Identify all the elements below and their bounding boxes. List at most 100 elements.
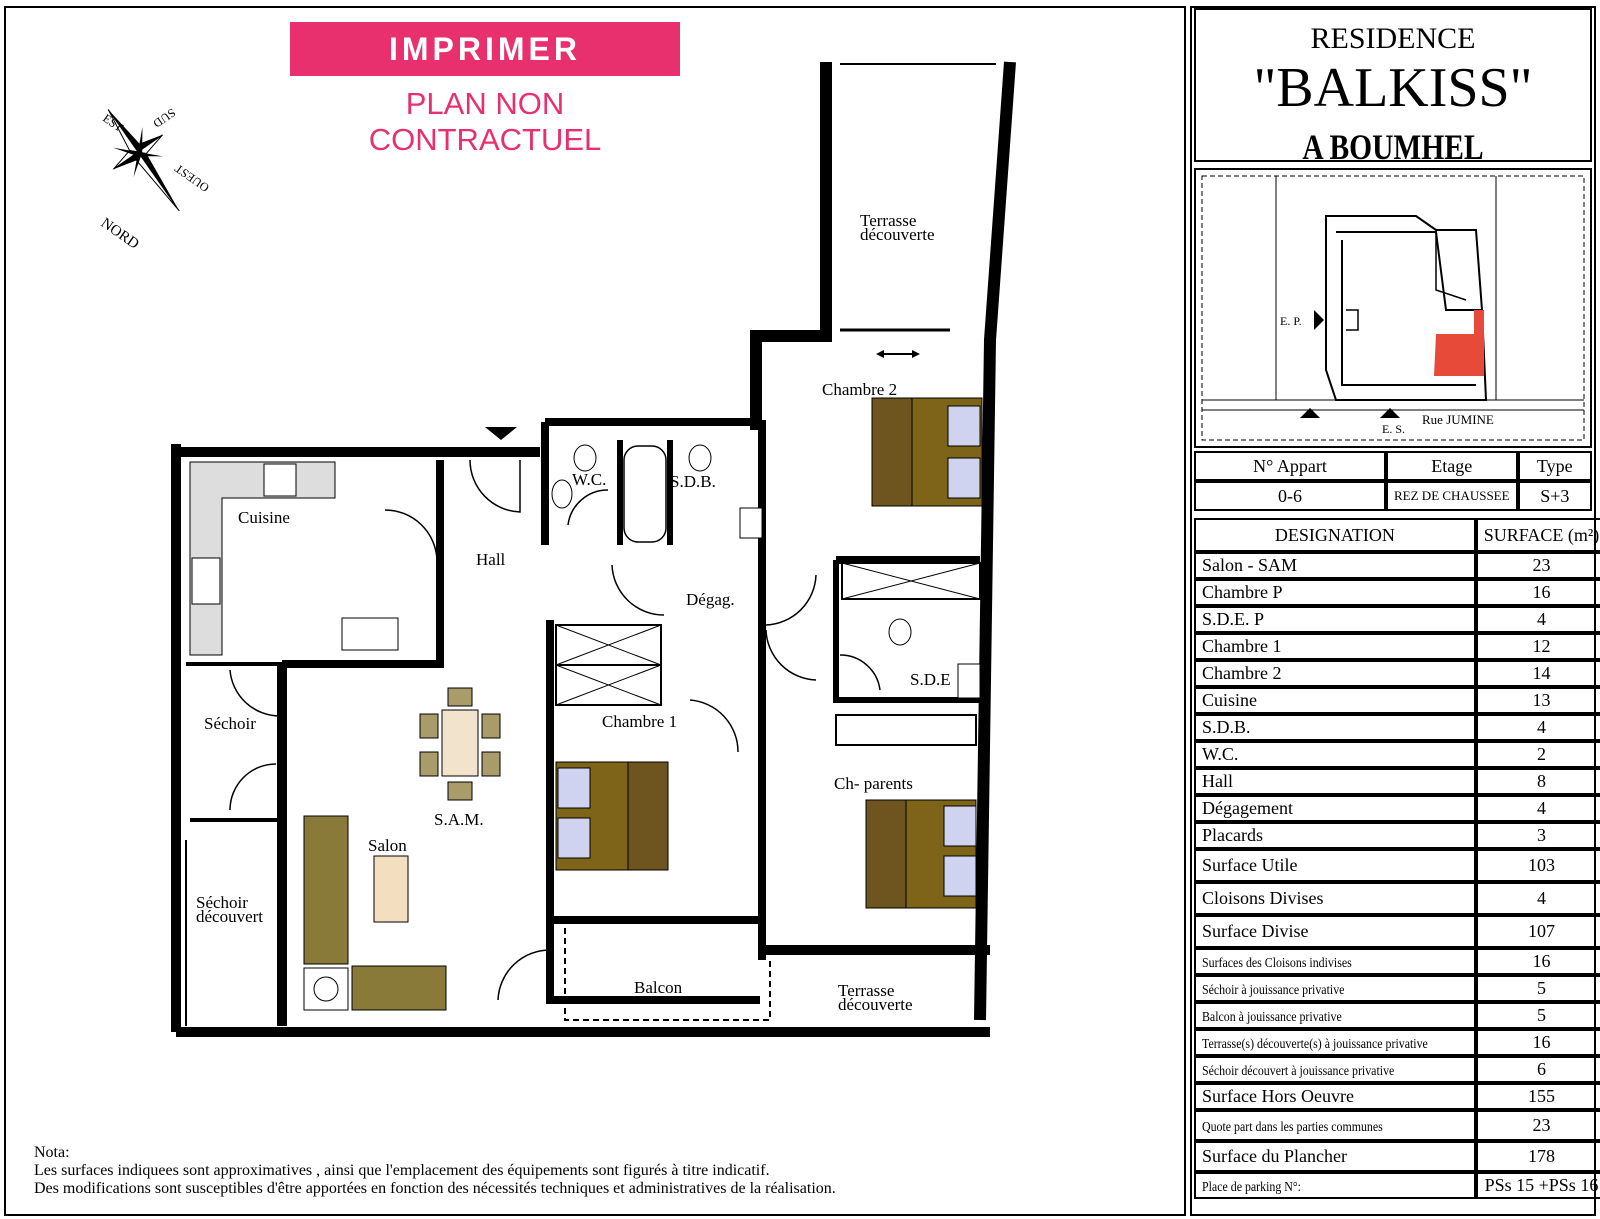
residence-location: A BOUMHEL bbox=[1302, 127, 1484, 167]
surface-value: 178 bbox=[1475, 1141, 1600, 1172]
room-wc: W.C. bbox=[572, 470, 607, 489]
room-terrasse-bottom-line2: découverte bbox=[838, 995, 913, 1014]
surface-label: Dégagement bbox=[1194, 795, 1476, 822]
value-appart: 0-6 bbox=[1194, 481, 1386, 511]
surface-row: Place de parking N°:PSs 15 +PSs 16 bbox=[1194, 1172, 1600, 1199]
surface-label: Placards bbox=[1194, 822, 1476, 849]
surface-label-text: Surface Hors Oeuvre bbox=[1202, 1086, 1354, 1106]
surface-value: 16 bbox=[1475, 1029, 1600, 1056]
surface-label: Balcon à jouissance privative bbox=[1194, 1002, 1476, 1029]
surface-label-text: S.D.B. bbox=[1202, 717, 1251, 737]
surface-row: Terrasse(s) découverte(s) à jouissance p… bbox=[1194, 1029, 1600, 1056]
site-street-label: Rue JUMINE bbox=[1422, 412, 1494, 427]
header-etage: Etage bbox=[1386, 451, 1518, 481]
surface-row: S.D.B.4 bbox=[1194, 714, 1600, 741]
surface-label-text: Surfaces des Cloisons indivises bbox=[1202, 956, 1352, 971]
room-terrasse-top-line2: découverte bbox=[860, 225, 935, 244]
surface-row: Séchoir à jouissance privative 5 bbox=[1194, 975, 1600, 1002]
surface-label-text: Balcon à jouissance privative bbox=[1202, 1010, 1342, 1025]
room-sechoir: Séchoir bbox=[204, 714, 256, 733]
surface-label: Quote part dans les parties communes bbox=[1194, 1110, 1476, 1141]
surface-value: 2 bbox=[1475, 741, 1600, 768]
surface-label-text: Quote part dans les parties communes bbox=[1202, 1120, 1383, 1135]
surface-value: 12 bbox=[1475, 633, 1600, 660]
surface-row: Surface du Plancher 178 bbox=[1194, 1141, 1600, 1172]
room-terrasse-top-line1: Terrasse bbox=[860, 211, 917, 230]
surface-value: 5 bbox=[1475, 1002, 1600, 1029]
site-ep-label: E. P. bbox=[1280, 314, 1302, 328]
surface-label: Terrasse(s) découverte(s) à jouissance p… bbox=[1194, 1029, 1476, 1056]
room-balcon: Balcon bbox=[634, 978, 683, 997]
surface-label-text: Cloisons Divises bbox=[1202, 888, 1324, 908]
surface-value: 5 bbox=[1475, 975, 1600, 1002]
surface-label-text: Chambre 2 bbox=[1202, 663, 1282, 683]
surface-label-text: Séchoir découvert à jouissance privative bbox=[1202, 1064, 1395, 1079]
surface-label-text: Surface Divise bbox=[1202, 921, 1309, 941]
surface-label-text: Chambre P bbox=[1202, 582, 1283, 602]
surface-row: Cloisons Divises 4 bbox=[1194, 882, 1600, 915]
surface-label: Chambre 2 bbox=[1194, 660, 1476, 687]
surface-label: Cuisine bbox=[1194, 687, 1476, 714]
surface-label-text: Terrasse(s) découverte(s) à jouissance p… bbox=[1202, 1037, 1428, 1052]
header-surface: SURFACE (m²) bbox=[1475, 518, 1600, 552]
room-salon: Salon bbox=[368, 836, 407, 855]
surface-value: 103 bbox=[1475, 849, 1600, 882]
surface-value: 4 bbox=[1475, 795, 1600, 822]
surface-value: 4 bbox=[1475, 882, 1600, 915]
compass-rose: NORD SUD EST OUEST bbox=[98, 106, 212, 250]
surfaces-header-row: DESIGNATION SURFACE (m²) bbox=[1194, 518, 1600, 552]
surface-row: Balcon à jouissance privative 5 bbox=[1194, 1002, 1600, 1029]
surface-label-text: Chambre 1 bbox=[1202, 636, 1282, 656]
surface-label: S.D.E. P bbox=[1194, 606, 1476, 633]
surface-label-text: Dégagement bbox=[1202, 798, 1293, 818]
room-sechoir-decouvert-line2: découvert bbox=[196, 907, 264, 926]
surface-value: 13 bbox=[1475, 687, 1600, 714]
nota-line2: Des modifications sont susceptibles d'êt… bbox=[34, 1180, 836, 1197]
surface-label-text: S.D.E. P bbox=[1202, 609, 1265, 629]
surface-row: Séchoir découvert à jouissance privative… bbox=[1194, 1056, 1600, 1083]
header-designation: DESIGNATION bbox=[1194, 518, 1476, 552]
surface-label: Séchoir à jouissance privative bbox=[1194, 975, 1476, 1002]
surface-row: Dégagement 4 bbox=[1194, 795, 1600, 822]
nota-line1: Les surfaces indiquees sont approximativ… bbox=[34, 1162, 770, 1179]
surface-label-text: Surface Utile bbox=[1202, 855, 1298, 875]
surface-value: 16 bbox=[1475, 948, 1600, 975]
room-terrasse-bottom-line1: Terrasse bbox=[838, 981, 895, 1000]
apartment-table: N° Appart Etage Type 0-6 REZ DE CHAUSSEE… bbox=[1194, 451, 1592, 511]
print-button[interactable]: IMPRIMER bbox=[290, 22, 680, 76]
floor-plan bbox=[171, 61, 1016, 1037]
surface-label-text: Placards bbox=[1202, 825, 1263, 845]
surface-value: 6 bbox=[1475, 1056, 1600, 1083]
room-sechoir-decouvert-line1: Séchoir bbox=[196, 893, 248, 912]
surface-row: Chambre P 16 bbox=[1194, 579, 1600, 606]
surface-label-text: Surface du Plancher bbox=[1202, 1146, 1347, 1166]
site-plan: E. P. E. S. Rue JUMINE bbox=[1194, 168, 1592, 448]
surface-row: Chambre 1 12 bbox=[1194, 633, 1600, 660]
room-cuisine: Cuisine bbox=[238, 508, 290, 527]
surface-row: Surface Utile 103 bbox=[1194, 849, 1600, 882]
room-sde: S.D.E bbox=[910, 670, 951, 689]
value-etage: REZ DE CHAUSSEE bbox=[1386, 481, 1518, 511]
surface-label: Place de parking N°: bbox=[1194, 1172, 1476, 1199]
surface-label: Hall bbox=[1194, 768, 1476, 795]
room-sdb: S.D.B. bbox=[670, 472, 716, 491]
surface-value: 16 bbox=[1475, 579, 1600, 606]
header-type: Type bbox=[1517, 451, 1592, 481]
site-es-label: E. S. bbox=[1382, 422, 1406, 436]
info-frame bbox=[1190, 6, 1596, 1216]
surface-label-text: Salon - SAM bbox=[1202, 555, 1298, 575]
surface-value: 107 bbox=[1475, 915, 1600, 948]
room-chambre-1: Chambre 1 bbox=[602, 712, 678, 731]
surface-label-text: Séchoir à jouissance privative bbox=[1202, 983, 1345, 998]
